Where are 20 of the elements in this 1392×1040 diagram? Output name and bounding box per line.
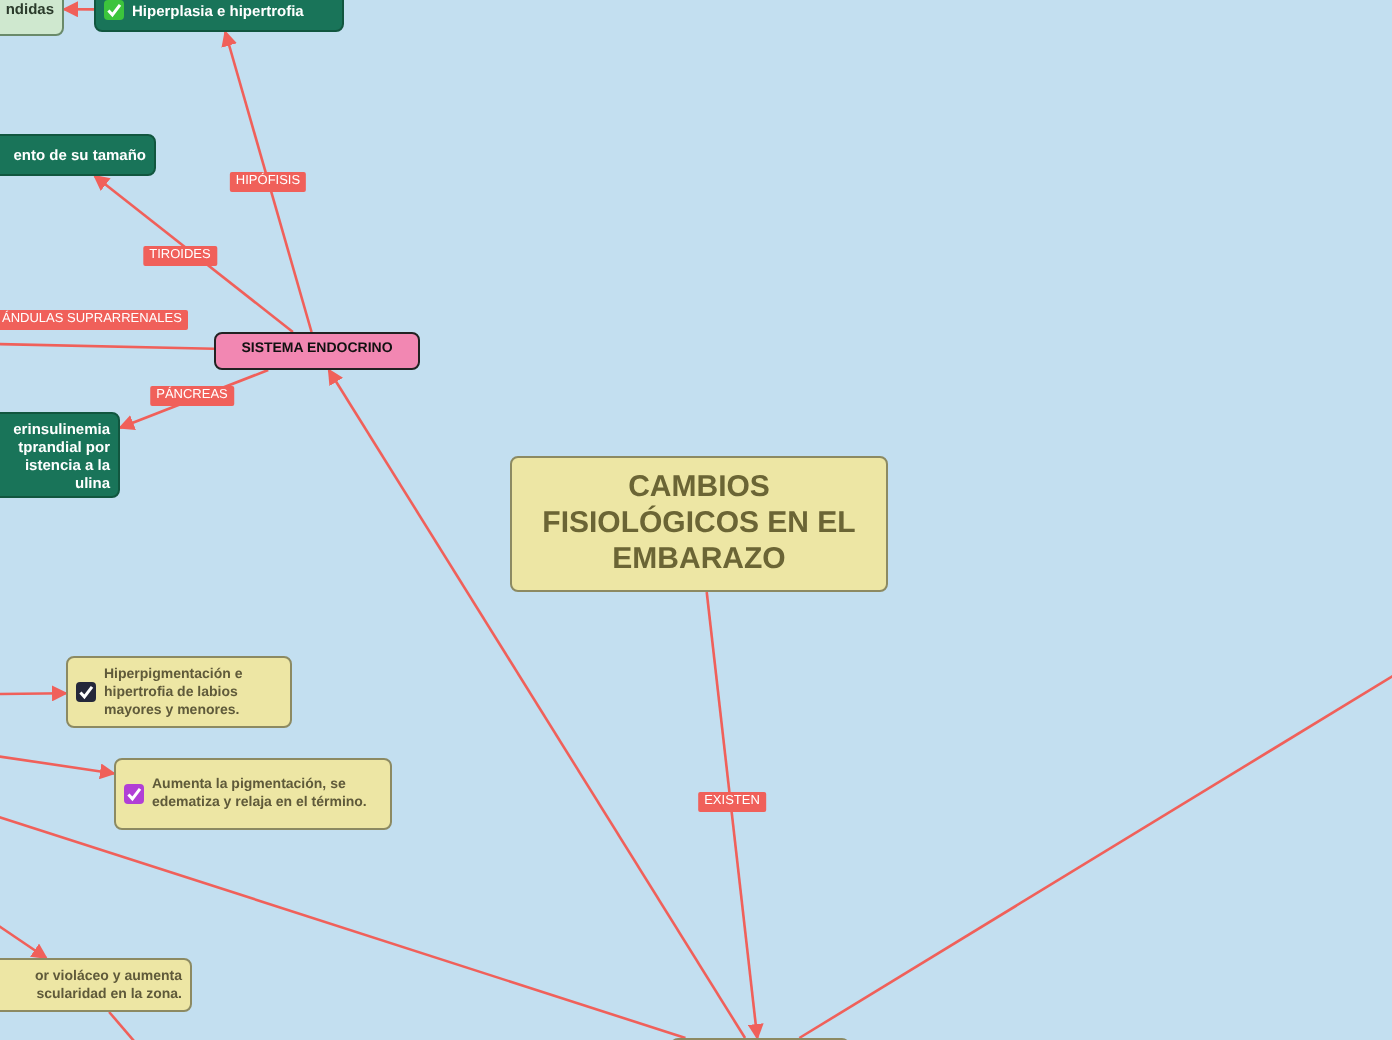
arrow	[0, 685, 68, 702]
topic-text: CAMBIOS FISIOLÓGICOS EN EL EMBARAZO	[540, 470, 858, 578]
arrow	[93, 174, 294, 334]
connector-line	[798, 672, 1392, 1040]
arrow	[62, 1, 94, 18]
arrow	[221, 30, 313, 333]
connector-line	[0, 814, 686, 1040]
topic-box	[214, 332, 420, 370]
arrow	[0, 754, 116, 780]
arrow	[705, 591, 764, 1040]
arrow	[327, 368, 747, 1039]
topic-box	[0, 134, 156, 176]
topic-box	[66, 656, 292, 728]
topic-box	[114, 758, 392, 830]
topic-box	[94, 0, 344, 32]
central-topic-box	[510, 456, 888, 592]
topic-box	[0, 412, 120, 498]
topic-box	[0, 958, 192, 1012]
arrow	[0, 922, 48, 960]
connector-line	[0, 342, 215, 351]
